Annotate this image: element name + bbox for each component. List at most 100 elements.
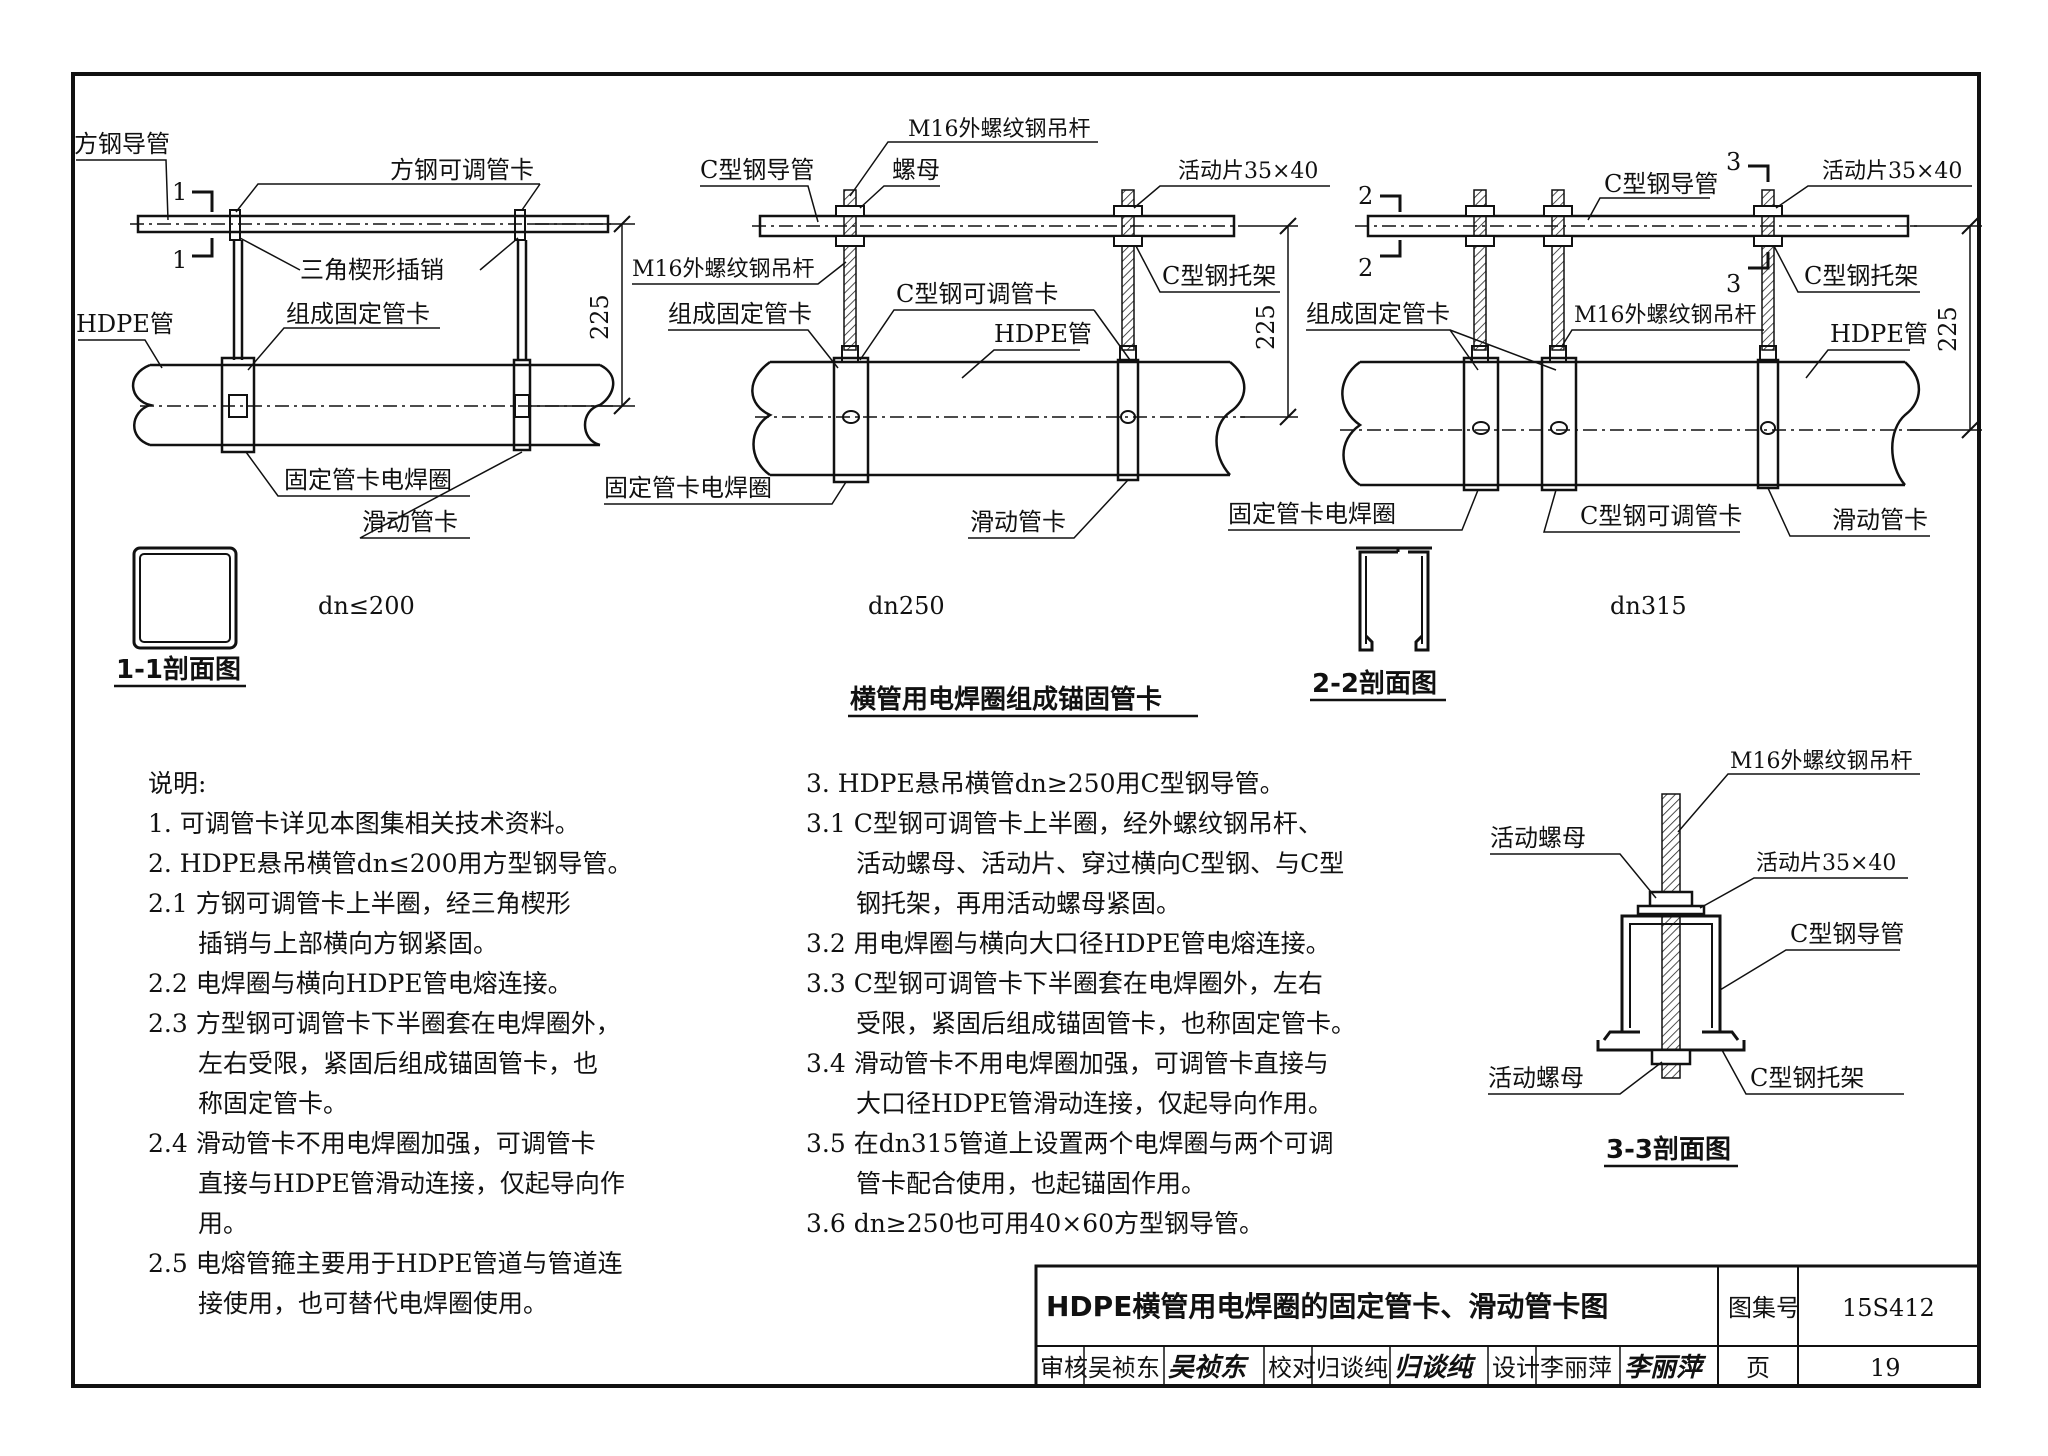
section-mark-2-top: 2 — [1358, 182, 1373, 210]
review-label: 审核 — [1040, 1354, 1088, 1382]
threaded-rod-dn250-1 — [843, 189, 857, 351]
note-line: 插销与上部横向方钢紧固。 — [148, 929, 498, 958]
threaded-rod-dn315-2 — [1551, 189, 1565, 351]
section-title-3-3: 3-3剖面图 — [1606, 1134, 1731, 1165]
weld-ring-dn250 — [832, 356, 870, 484]
size-dn315: dn315 — [1610, 592, 1687, 620]
label-hdpe-pipe-dn200: HDPE管 — [76, 310, 174, 338]
label-plate-35x40-dn315: 活动片35×40 — [1822, 159, 1962, 184]
hdpe-pipe-dn200 — [131, 363, 615, 447]
section-title-1-1: 1-1剖面图 — [116, 654, 241, 685]
label-m16-rod-3-3: M16外螺纹钢吊杆 — [1730, 749, 1913, 774]
section-3-3: M16外螺纹钢吊杆 活动螺母 活动片35×40 C型钢导管 活动螺母 C型钢托架… — [1488, 749, 1920, 1168]
note-line: 3.3 C型钢可调管卡下半圈套在电焊圈外，左右 — [806, 969, 1323, 998]
weld-ring-dn315-2 — [1540, 356, 1578, 492]
notes-right-column: 3. HDPE悬吊横管dn≥250用C型钢导管。 3.1 C型钢可调管卡上半圈，经… — [806, 769, 1356, 1238]
page-label: 页 — [1746, 1354, 1770, 1382]
threaded-rod-dn315-3 — [1761, 189, 1775, 351]
note-line: 用。 — [148, 1209, 248, 1238]
checker-name: 归谈纯 — [1316, 1354, 1388, 1382]
section-mark-3-bottom: 3 — [1726, 270, 1741, 298]
hdpe-pipe-dn315 — [1341, 360, 1921, 487]
note-line: 2.1 方钢可调管卡上半圈，经三角楔形 — [148, 889, 571, 918]
note-line: 3.5 在dn315管道上设置两个电焊圈与两个可调 — [806, 1129, 1334, 1158]
note-line: 3.1 C型钢可调管卡上半圈，经外螺纹钢吊杆、 — [806, 809, 1323, 838]
dim-225-dn315: 225 — [1934, 306, 1962, 352]
note-line: 2. HDPE悬吊横管dn≤200用方型钢导管。 — [148, 849, 633, 878]
label-weld-ring-dn200: 固定管卡电焊圈 — [284, 466, 452, 494]
threaded-rod-3-3 — [1661, 793, 1681, 1079]
threaded-rod-dn250-2 — [1121, 189, 1135, 351]
label-weld-ring-dn315: 固定管卡电焊圈 — [1228, 500, 1396, 528]
diagram-dn200: 1 1 225 方钢导管 方钢可调管卡 三角楔形插销 组成固定管卡 HDPE管 … — [74, 130, 635, 539]
weld-ring-dn315-1 — [1462, 356, 1500, 492]
label-hdpe-pipe-dn250: HDPE管 — [994, 320, 1092, 348]
label-sliding-clamp-dn250: 滑动管卡 — [970, 508, 1066, 536]
label-c-steel-bracket-dn315: C型钢托架 — [1804, 262, 1918, 290]
size-dn250: dn250 — [868, 592, 945, 620]
note-line: 受限，紧固后组成锚固管卡，也称固定管卡。 — [806, 1009, 1356, 1038]
section-title-2-2: 2-2剖面图 — [1312, 668, 1437, 699]
note-line: 2.3 方型钢可调管卡下半圈套在电焊圈外， — [148, 1009, 621, 1038]
hdpe-pipe-dn250 — [751, 360, 1246, 477]
label-c-bracket-3-3: C型钢托架 — [1750, 1064, 1864, 1092]
note-line: 1. 可调管卡详见本图集相关技术资料。 — [148, 809, 580, 838]
note-line: 钢托架，再用活动螺母紧固。 — [806, 889, 1181, 918]
label-fixed-clamp-dn315: 组成固定管卡 — [1306, 300, 1450, 328]
note-line: 3. HDPE悬吊横管dn≥250用C型钢导管。 — [806, 769, 1285, 798]
label-nut-top-3-3: 活动螺母 — [1490, 824, 1586, 852]
label-sliding-clamp-dn200: 滑动管卡 — [362, 508, 458, 536]
note-line: 3.6 dn≥250也可用40×60方型钢导管。 — [806, 1209, 1264, 1238]
note-line: 直接与HDPE管滑动连接，仅起导向作 — [148, 1169, 625, 1198]
check-label: 校对 — [1268, 1354, 1316, 1382]
note-line: 3.2 用电焊圈与横向大口径HDPE管电熔连接。 — [806, 929, 1331, 958]
section-1-1: dn≤200 1-1剖面图 — [114, 546, 415, 688]
section-mark-3-top: 3 — [1726, 148, 1741, 176]
label-fixed-clamp-dn250: 组成固定管卡 — [668, 300, 812, 328]
label-square-adjustable-clamp: 方钢可调管卡 — [390, 156, 534, 184]
label-fixed-clamp-dn200: 组成固定管卡 — [286, 300, 430, 328]
drawing-title: HDPE横管用电焊圈的固定管卡、滑动管卡图 — [1046, 1290, 1608, 1323]
reviewer-name: 吴祯东 — [1088, 1354, 1160, 1382]
label-m16-rod-top: M16外螺纹钢吊杆 — [908, 117, 1091, 142]
notes-title: 说明: — [148, 769, 206, 798]
notes-left-column: 1. 可调管卡详见本图集相关技术资料。 2. HDPE悬吊横管dn≤200用方型钢… — [148, 809, 633, 1318]
label-wedge-pin: 三角楔形插销 — [300, 256, 444, 284]
label-c-adjustable-clamp-dn315: C型钢可调管卡 — [1580, 502, 1742, 530]
label-hdpe-pipe-dn315: HDPE管 — [1830, 320, 1928, 348]
note-line: 3.4 滑动管卡不用电焊圈加强，可调管卡直接与 — [806, 1049, 1329, 1078]
sheet-border — [71, 72, 1981, 1388]
note-line: 大口径HDPE管滑动连接，仅起导向作用。 — [806, 1089, 1333, 1118]
title-block: HDPE横管用电焊圈的固定管卡、滑动管卡图 图集号 15S412 审核 吴祯东 … — [1034, 1264, 1981, 1388]
section-2-2: 2-2剖面图 — [1310, 546, 1446, 702]
c-channel-section — [1358, 550, 1430, 652]
label-m16-rod-left: M16外螺纹钢吊杆 — [632, 257, 815, 282]
section-mark-1-top: 1 — [172, 178, 187, 206]
diagram-dn315: 2 2 3 3 225 C型钢导管 活动片35×40 C型钢托架 组成固定管卡 … — [1228, 148, 1982, 537]
note-line: 活动螺母、活动片、穿过横向C型钢、与C型 — [806, 849, 1344, 878]
section-mark-2-bottom: 2 — [1358, 254, 1373, 282]
note-line: 接使用，也可替代电焊圈使用。 — [148, 1289, 548, 1318]
note-line: 2.5 电熔管箍主要用于HDPE管道与管道连 — [148, 1249, 623, 1278]
weld-ring-dn200 — [220, 356, 256, 454]
label-square-steel-guide: 方钢导管 — [74, 130, 170, 158]
label-m16-rod-dn315: M16外螺纹钢吊杆 — [1574, 303, 1757, 328]
size-dn200: dn≤200 — [318, 592, 415, 620]
label-c-steel-bracket-dn250: C型钢托架 — [1162, 262, 1276, 290]
label-c-steel-guide-dn315: C型钢导管 — [1604, 170, 1718, 198]
note-line: 2.4 滑动管卡不用电焊圈加强，可调管卡 — [148, 1129, 596, 1158]
diagram-dn250: 225 M16外螺纹钢吊杆 C型钢导管 螺母 活动片35×40 M16外螺纹钢吊… — [604, 117, 1330, 539]
atlas-no: 15S412 — [1842, 1294, 1935, 1322]
label-c-steel-guide-dn250: C型钢导管 — [700, 156, 814, 184]
square-tube-section — [132, 546, 238, 650]
section-mark-1-bottom: 1 — [172, 246, 187, 274]
label-nut: 螺母 — [892, 156, 940, 184]
threaded-rod-dn315-1 — [1473, 189, 1487, 351]
note-line: 2.2 电焊圈与横向HDPE管电熔连接。 — [148, 969, 573, 998]
atlas-no-label: 图集号 — [1728, 1294, 1800, 1322]
checker-signature: 归谈纯 — [1394, 1353, 1476, 1383]
label-weld-ring-dn250: 固定管卡电焊圈 — [604, 474, 772, 502]
note-line: 管卡配合使用，也起锚固作用。 — [806, 1169, 1206, 1198]
reviewer-signature: 吴祯东 — [1168, 1353, 1250, 1383]
label-sliding-clamp-dn315: 滑动管卡 — [1832, 506, 1928, 534]
